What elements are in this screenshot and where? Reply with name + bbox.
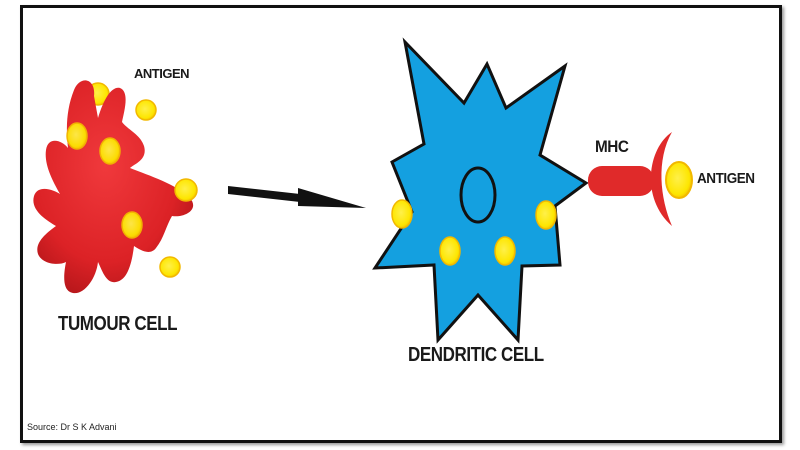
tumour-antigen [174,178,198,202]
source-credit: Source: Dr S K Advani [27,422,117,432]
mhc-cup [650,132,672,226]
tumour-antigen [121,211,143,239]
tumour-antigen [159,256,181,278]
antigen-label-right: ANTIGEN [697,170,755,187]
mhc-antigen [665,161,693,199]
tumour-antigen [99,137,121,165]
tumour-antigen [135,99,157,121]
dendritic-cell-body [372,37,589,344]
mhc-stalk [588,166,654,196]
dendritic-cell-label: DENDRITIC CELL [408,344,544,366]
nucleus [459,166,497,224]
dendritic-antigen [439,236,461,266]
antigen-label-top: ANTIGEN [134,66,190,81]
dendritic-antigen [391,199,413,229]
arrow-shaft [228,186,300,202]
tumour-cell-label: TUMOUR CELL [58,313,178,335]
dendritic-antigen [494,236,516,266]
dendritic-cell [372,37,589,344]
mhc-antigen-complex [588,132,693,226]
tumour-cell [33,80,198,294]
arrow [228,186,366,208]
mhc-label: MHC [595,137,629,156]
tumour-antigen [66,122,88,150]
arrow-head [298,188,366,208]
dendritic-antigen [535,200,557,230]
